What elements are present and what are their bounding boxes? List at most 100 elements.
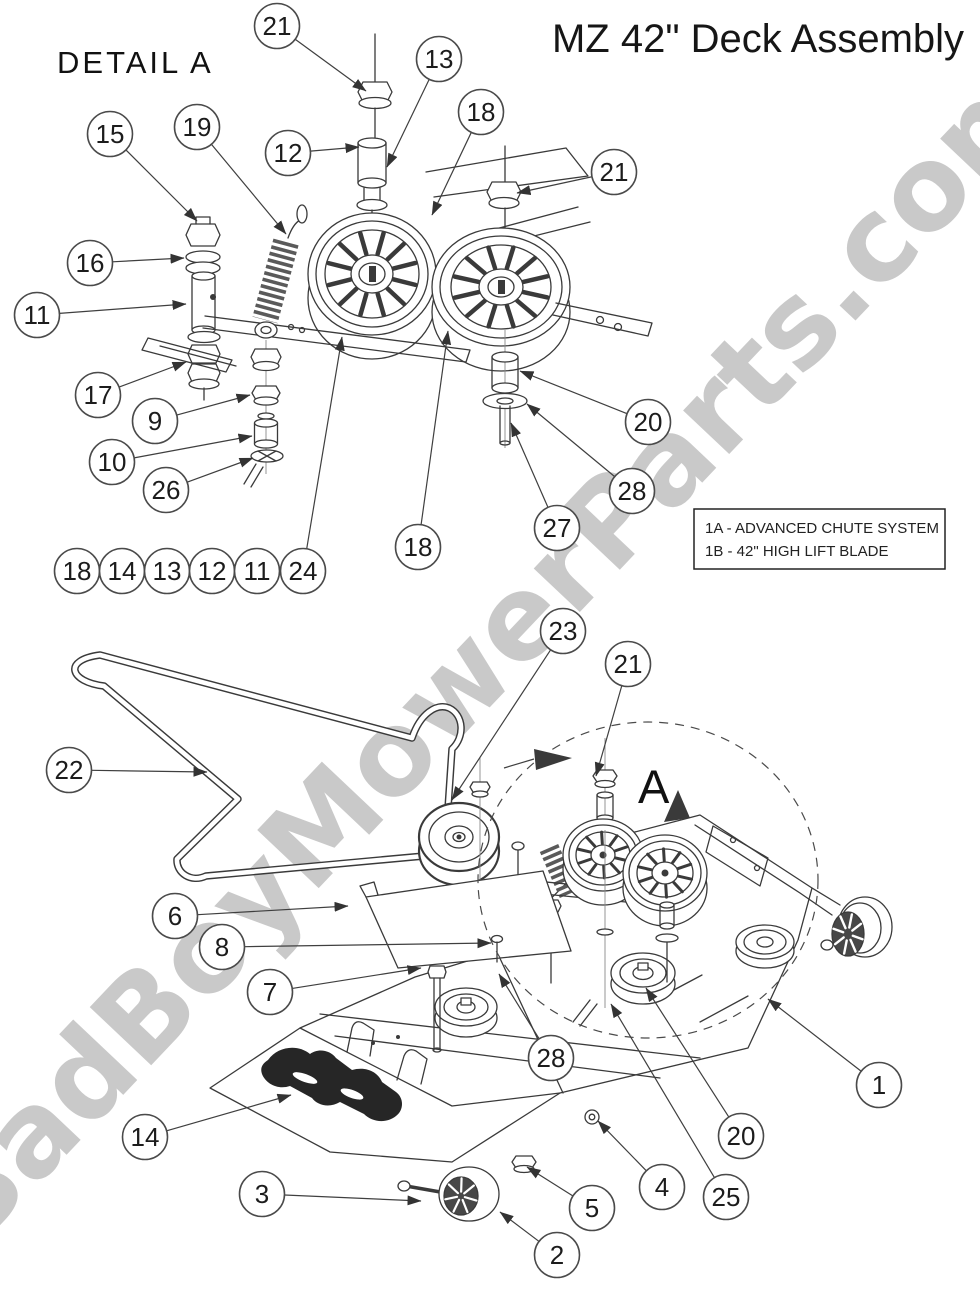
spoke (576, 847, 592, 854)
balloon-number: 13 (425, 44, 454, 74)
balloon-circle (233, 547, 281, 595)
balloon-22: 22 (45, 746, 93, 794)
spoke (677, 874, 694, 881)
balloon-circle (253, 2, 301, 50)
idler-pivot-stack (185, 216, 221, 401)
spoke (520, 289, 550, 300)
balloon-8: 8 (198, 923, 246, 971)
balloon-leader-19 (210, 143, 287, 235)
spoke (375, 230, 386, 257)
balloon-circle (855, 1061, 903, 1109)
balloon-leader-21 (594, 685, 623, 777)
balloon-17: 17 (74, 371, 122, 419)
balloon-number: 10 (98, 447, 127, 477)
balloon-circle (173, 103, 221, 151)
balloon-circle (264, 129, 312, 177)
balloon-11: 11 (233, 547, 281, 595)
balloon-number: 21 (600, 157, 629, 187)
note-box: 1A - ADVANCED CHUTE SYSTEM 1B - 42" HIGH… (693, 508, 946, 570)
balloon-leader-27 (510, 422, 549, 508)
balloon-27: 27 (533, 504, 581, 552)
balloon-13: 13 (143, 547, 191, 595)
caster-wheel (820, 896, 893, 958)
balloon-number: 8 (215, 932, 229, 962)
spindle-pulley-rear (735, 924, 795, 969)
balloon-12: 12 (188, 547, 236, 595)
spoke (613, 845, 629, 853)
balloon-circle (539, 607, 587, 655)
balloon-5: 5 (568, 1184, 616, 1232)
grommet (584, 1109, 600, 1125)
balloon-number: 23 (549, 616, 578, 646)
balloon-circle (702, 1173, 750, 1221)
balloon-circle (142, 466, 190, 514)
balloon-leader-23 (451, 649, 552, 801)
spoke (452, 1198, 461, 1213)
balloon-leader-11 (59, 300, 187, 314)
balloon-leader-28 (498, 973, 540, 1040)
balloon-number: 17 (84, 380, 113, 410)
balloon-25: 25 (702, 1173, 750, 1221)
spoke (833, 936, 845, 946)
balloon-10: 10 (88, 438, 136, 486)
spoke (486, 303, 498, 329)
balloon-number: 15 (96, 119, 125, 149)
spoke (504, 245, 516, 271)
balloon-number: 24 (289, 556, 318, 586)
balloon-circle (246, 968, 294, 1016)
spoke (337, 241, 359, 262)
balloon-28: 28 (608, 467, 656, 515)
balloon-number: 28 (537, 1043, 566, 1073)
balloon-7: 7 (246, 968, 294, 1016)
balloon-leader-20 (519, 370, 628, 415)
balloon-circle (198, 923, 246, 971)
detail-reference-arrows (503, 749, 690, 822)
spoke (662, 847, 666, 863)
balloon-leader-16 (112, 253, 185, 264)
balloon-24: 24 (279, 547, 327, 595)
spoke (851, 934, 864, 941)
pulley-spokes (832, 913, 864, 955)
balloon-number: 19 (183, 112, 212, 142)
balloon-number: 16 (76, 248, 105, 278)
balloon-number: 14 (108, 556, 137, 586)
spoke (842, 939, 848, 955)
balloon-number: 18 (404, 532, 433, 562)
idler-spring (252, 204, 308, 339)
balloon-leader-10 (134, 433, 253, 459)
balloon-circle (131, 397, 179, 445)
balloon-circle (638, 1163, 686, 1211)
balloon-number: 7 (263, 977, 277, 1007)
balloon-28: 28 (527, 1034, 575, 1082)
spoke (515, 298, 538, 319)
balloon-number: 14 (131, 1122, 160, 1152)
balloon-leader-25 (610, 1003, 715, 1178)
spoke (600, 830, 604, 846)
balloon-26: 26 (142, 466, 190, 514)
spoke (849, 938, 857, 953)
balloon-leader-12 (310, 143, 360, 154)
balloon-number: 26 (152, 475, 181, 505)
balloon-number: 3 (255, 1179, 269, 1209)
flat-idler-pulley (417, 801, 501, 887)
balloon-18: 18 (457, 88, 505, 136)
balloon-leader-20 (645, 987, 730, 1118)
balloon-3: 3 (238, 1170, 286, 1218)
balloon-leader-4 (597, 1120, 647, 1172)
balloon-19: 19 (173, 103, 221, 151)
spoke (486, 245, 498, 271)
balloon-1: 1 (855, 1061, 903, 1109)
balloon-20: 20 (624, 398, 672, 446)
balloon-number: 21 (263, 11, 292, 41)
balloon-number: 11 (244, 556, 271, 586)
balloon-leader-22 (91, 766, 208, 777)
balloon-circle (568, 1184, 616, 1232)
spacer-stack (482, 330, 528, 448)
pulley-spokes (326, 230, 418, 318)
spoke (447, 1183, 460, 1195)
balloon-9: 9 (131, 397, 179, 445)
balloon-number: 20 (727, 1121, 756, 1151)
balloon-number: 20 (634, 407, 663, 437)
balloon-leader-15 (125, 149, 198, 222)
spoke (848, 913, 854, 929)
